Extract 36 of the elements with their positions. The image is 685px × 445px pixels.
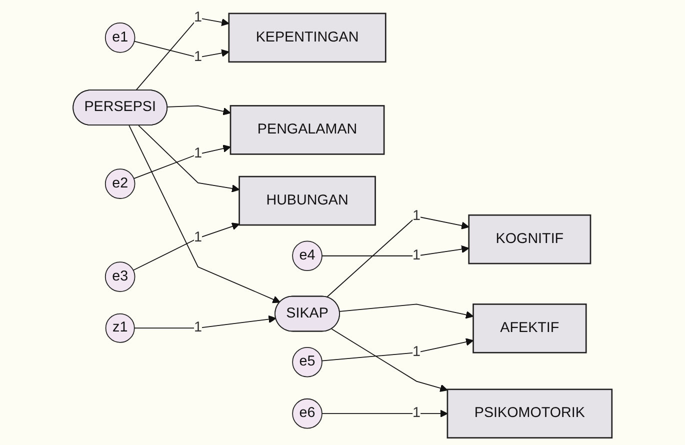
arrow bbox=[135, 17, 230, 91]
edge-label: 1 bbox=[194, 49, 202, 65]
edge-label: 1 bbox=[194, 10, 202, 26]
edge-label: 1 bbox=[194, 146, 202, 162]
arrow bbox=[132, 222, 240, 271]
arrow bbox=[134, 40, 230, 58]
node-box: PSIKOMOTORIK bbox=[446, 388, 613, 438]
node-box: PENGALAMAN bbox=[230, 105, 385, 155]
edge-label: 1 bbox=[194, 320, 202, 336]
arrow bbox=[322, 410, 448, 418]
arrow bbox=[138, 125, 240, 192]
node-circle: e4 bbox=[292, 240, 322, 272]
node-circle: e2 bbox=[104, 168, 136, 199]
node-circle: z1 bbox=[105, 313, 135, 343]
arrow bbox=[322, 245, 470, 256]
arrow bbox=[326, 216, 470, 298]
arrow bbox=[321, 338, 474, 362]
node-circle: e1 bbox=[104, 22, 136, 53]
node-box: KEPENTINGAN bbox=[228, 12, 386, 63]
edge-label: 1 bbox=[412, 208, 421, 224]
edge-label: 1 bbox=[412, 406, 421, 421]
arrow bbox=[133, 144, 231, 179]
arrow bbox=[331, 328, 448, 392]
edge-label: 1 bbox=[194, 230, 202, 246]
edge-label: 1 bbox=[412, 248, 421, 264]
node-circle: e5 bbox=[292, 346, 322, 378]
arrow bbox=[134, 315, 276, 329]
node-circle: e6 bbox=[292, 398, 322, 429]
node-box: HUBUNGAN bbox=[238, 176, 376, 226]
arrow bbox=[128, 125, 280, 304]
node-box: AFEKTIF bbox=[472, 304, 587, 354]
arrow bbox=[167, 105, 231, 116]
node-circle: e3 bbox=[104, 262, 136, 292]
arrow bbox=[339, 304, 474, 319]
node-box: KOGNITIF bbox=[468, 214, 592, 264]
edge-label: 1 bbox=[412, 344, 421, 360]
